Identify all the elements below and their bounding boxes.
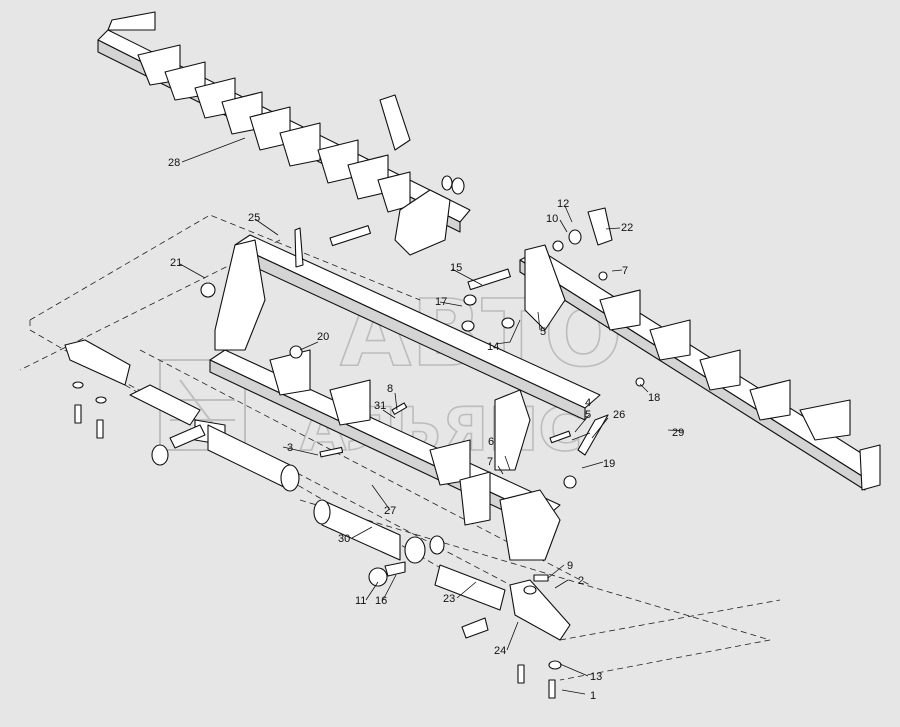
callout-13: 13 — [590, 671, 602, 683]
callout-30: 30 — [338, 533, 350, 545]
callout-1: 1 — [590, 690, 596, 702]
callout-2: 2 — [578, 575, 584, 587]
callout-15: 15 — [450, 262, 462, 274]
right-frame-beam — [519, 207, 881, 491]
callout-8: 8 — [387, 383, 393, 395]
callout-24: 24 — [494, 645, 506, 657]
center-frame — [209, 234, 601, 561]
callout-10: 10 — [546, 213, 558, 225]
callout-19: 19 — [603, 458, 615, 470]
callout-labels: 1 2 3 4 5 5 6 7 7 8 9 10 11 12 13 14 15 … — [168, 157, 684, 702]
hardware — [72, 175, 645, 699]
callout-25: 25 — [248, 212, 260, 224]
callout-4: 4 — [585, 397, 591, 409]
upper-frame-beam — [97, 11, 471, 256]
callout-11: 11 — [355, 595, 366, 607]
callout-5-upper: 5 — [540, 326, 546, 338]
callout-9: 9 — [567, 560, 573, 572]
callout-3: 3 — [287, 442, 293, 454]
callout-6: 6 — [488, 436, 494, 448]
callout-20: 20 — [317, 331, 329, 343]
callout-14: 14 — [487, 341, 499, 353]
callout-29: 29 — [672, 427, 684, 439]
callout-16: 16 — [375, 595, 387, 607]
callout-12: 12 — [557, 198, 569, 210]
lower-parts — [313, 499, 571, 641]
callout-23: 23 — [443, 593, 455, 605]
callout-28: 28 — [168, 157, 180, 169]
callout-27: 27 — [384, 505, 396, 517]
callout-17: 17 — [435, 296, 447, 308]
callout-31: 31 — [374, 400, 386, 412]
left-brackets — [64, 339, 300, 492]
callout-5-lower: 5 — [585, 409, 591, 421]
callout-22: 22 — [621, 222, 633, 234]
callout-7-lower: 7 — [487, 456, 493, 468]
leader-lines — [179, 137, 685, 695]
callout-7-upper: 7 — [622, 265, 628, 277]
callout-21: 21 — [170, 257, 182, 269]
callout-18: 18 — [648, 392, 660, 404]
callout-26: 26 — [613, 409, 625, 421]
